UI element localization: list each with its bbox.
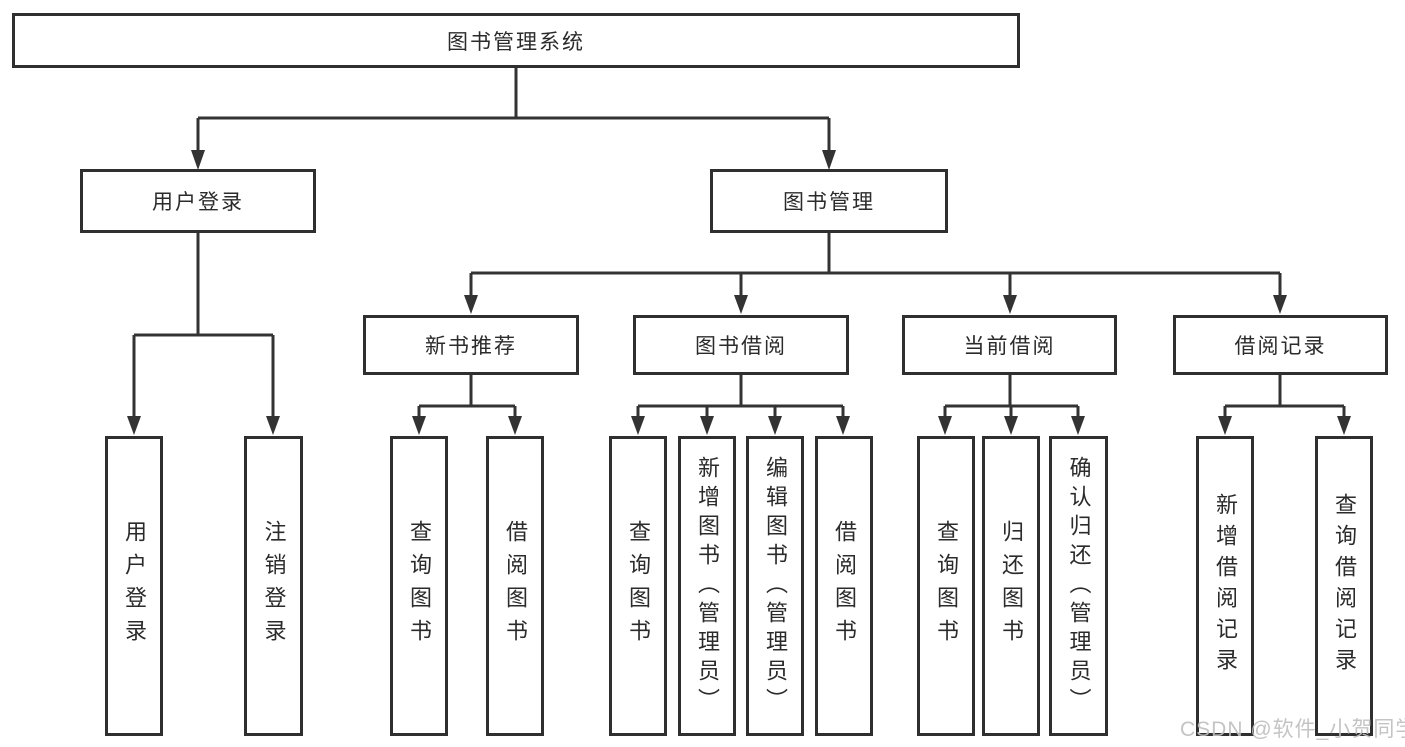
node-current-borrow: 当前借阅 [902,315,1117,375]
leaf-logout-login: 注销登录 [244,436,303,736]
node-new-book-recommend: 新书推荐 [363,315,579,375]
leaf-add-books-admin: 新增图书（管理员） [678,436,736,736]
leaf-borrow-books-2: 借阅图书 [815,436,873,736]
leaf-edit-books-admin: 编辑图书（管理员） [746,436,804,736]
leaf-confirm-return-admin: 确认归还（管理员） [1049,436,1108,736]
leaf-user-login: 用户登录 [105,436,163,736]
leaf-borrow-books: 借阅图书 [486,436,544,736]
leaf-query-books: 查询图书 [390,436,448,736]
node-borrow-records: 借阅记录 [1173,315,1388,375]
node-user-login: 用户登录 [80,169,316,233]
leaf-query-books-2: 查询图书 [609,436,667,736]
leaf-query-books-3: 查询图书 [917,436,975,736]
leaf-add-borrow-record: 新增借阅记录 [1196,436,1254,736]
node-book-borrow: 图书借阅 [633,315,849,375]
csdn-watermark: CSDN @软件_小贺同学 [1180,718,1405,741]
leaf-query-borrow-record: 查询借阅记录 [1315,436,1373,736]
node-book-management: 图书管理 [710,169,948,233]
leaf-return-books: 归还图书 [982,436,1040,736]
node-library-management-system: 图书管理系统 [12,13,1020,68]
